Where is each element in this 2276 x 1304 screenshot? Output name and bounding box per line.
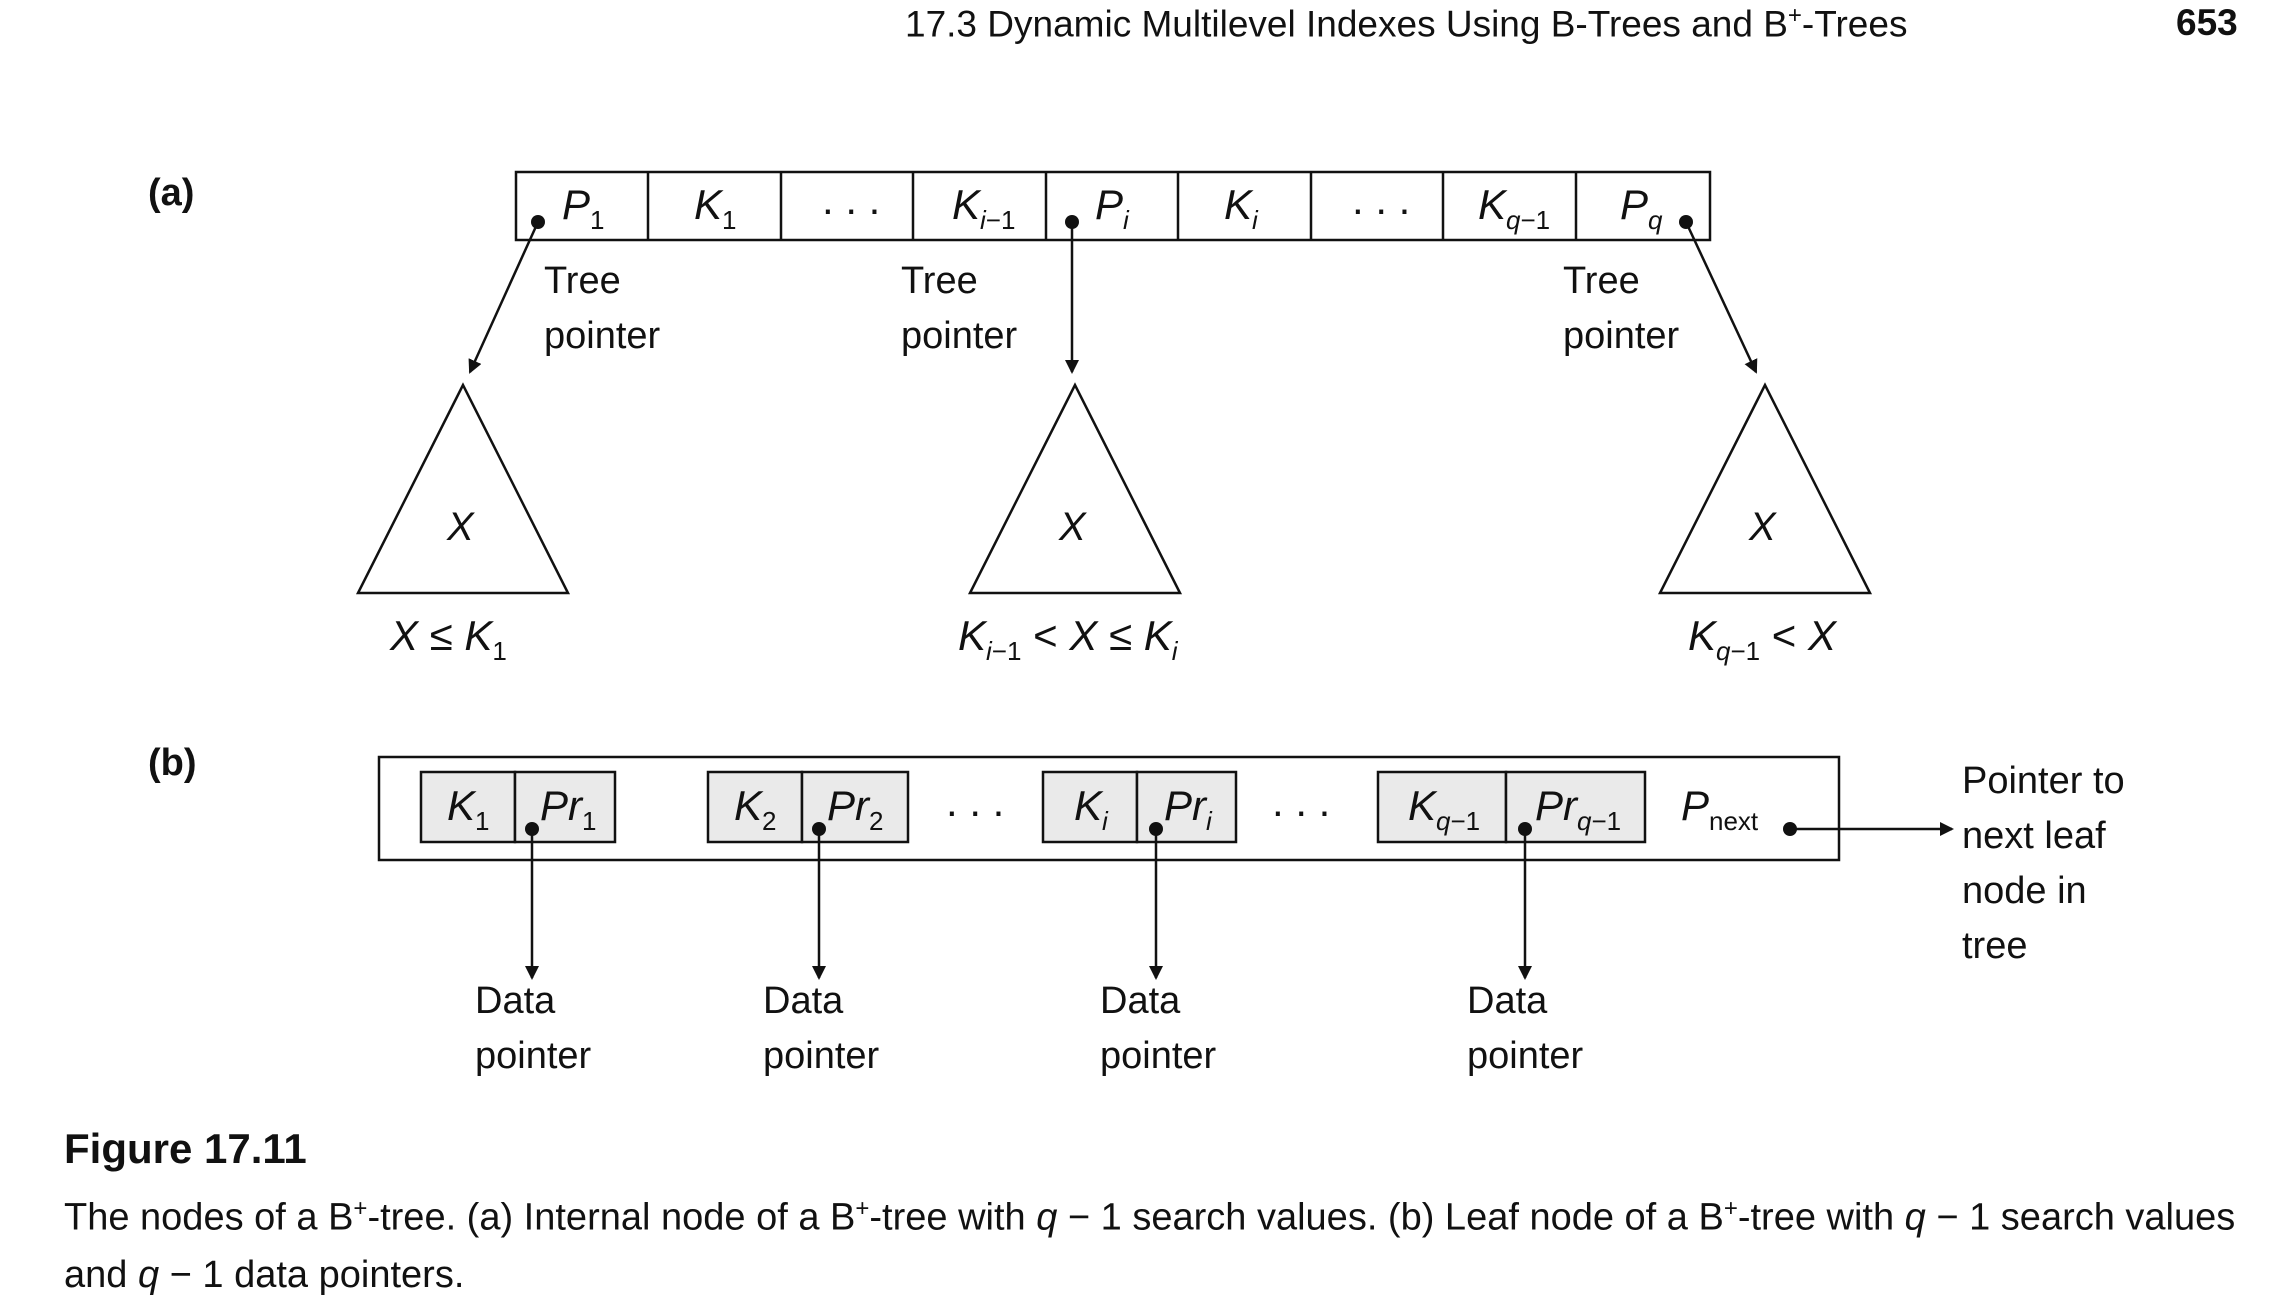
tree-pointer-label-1b: pointer <box>544 315 661 357</box>
tree-pointer-label-3b: pointer <box>1563 315 1680 357</box>
cell-k1: K1 <box>694 181 736 235</box>
next-leaf-label-line-2: next leaf <box>1962 815 2106 857</box>
cell-ki-minus-1: Ki−1 <box>952 181 1015 235</box>
leaf-key-cell-q <box>1376 770 1508 844</box>
leaf-pri: Pri <box>1164 782 1213 836</box>
panel-a-label: (a) <box>148 172 195 214</box>
data-pointer-label-1b: pointer <box>475 1035 592 1077</box>
cell-ki: Ki <box>1224 181 1259 235</box>
leaf-node: K1 Pr1 K2 Pr2 . . . Ki Pri . . . Kq−1 Pr… <box>377 755 1841 862</box>
page-number: 653 <box>2176 2 2238 43</box>
panel-b-label: (b) <box>148 742 197 784</box>
cell-ellipsis-2: . . . <box>1352 176 1410 223</box>
subtree-symbol-1: X <box>446 505 475 549</box>
leaf-key-cell-1 <box>419 770 517 844</box>
leaf-ellipsis-1: . . . <box>946 778 1004 825</box>
data-pointer-label-1a: Data <box>475 980 556 1022</box>
next-leaf-label-line-4: tree <box>1962 925 2027 967</box>
figure-caption: The nodes of a B+-tree. (a) Internal nod… <box>64 1195 2236 1296</box>
subtree-condition-2: Ki−1 < X ≤ Ki <box>958 612 1179 666</box>
data-pointer-label-4b: pointer <box>1467 1035 1584 1077</box>
data-pointer-label-3a: Data <box>1100 980 1181 1022</box>
subtree-triangle-3 <box>1657 382 1873 595</box>
next-leaf-label-line-3: node in <box>1962 870 2087 912</box>
tree-pointer-arrow-3 <box>1684 221 1758 374</box>
next-leaf-label-line-1: Pointer to <box>1962 760 2125 802</box>
tree-pointer-label-2b: pointer <box>901 315 1018 357</box>
leaf-prq: Prq−1 <box>1535 782 1621 836</box>
subtree-symbol-2: X <box>1058 505 1087 549</box>
data-pointer-label-2b: pointer <box>763 1035 880 1077</box>
leaf-key-cell-i <box>1041 770 1139 844</box>
subtree-triangle-1 <box>355 382 571 595</box>
subtree-condition-1: X ≤ K1 <box>389 612 507 666</box>
subtree-condition-3: Kq−1 < X <box>1688 612 1838 666</box>
subtree-symbol-3: X <box>1748 505 1777 549</box>
section-title: 17.3 Dynamic Multilevel Indexes Using B-… <box>905 2 1908 45</box>
tree-pointer-label-1a: Tree <box>544 260 621 302</box>
internal-node-box <box>514 170 1712 242</box>
cell-kq-minus-1: Kq−1 <box>1478 181 1550 235</box>
subtree-triangle-2 <box>967 382 1183 595</box>
running-header: 17.3 Dynamic Multilevel Indexes Using B-… <box>0 0 2276 60</box>
cell-pi: Pi <box>1095 181 1130 235</box>
leaf-key-cell-2 <box>706 770 804 844</box>
cell-pq: Pq <box>1620 181 1663 235</box>
leaf-ellipsis-2: . . . <box>1272 778 1330 825</box>
data-pointer-label-3b: pointer <box>1100 1035 1217 1077</box>
data-pointer-label-2a: Data <box>763 980 844 1022</box>
cell-p1: P1 <box>562 181 604 235</box>
tree-pointer-label-2a: Tree <box>901 260 978 302</box>
data-pointer-label-4a: Data <box>1467 980 1548 1022</box>
leaf-node-box <box>377 755 1841 862</box>
internal-node: P1 K1 . . . Ki−1 Pi Ki . . . Kq−1 Pq <box>514 170 1712 242</box>
leaf-pnext: Pnext <box>1681 782 1759 836</box>
tree-pointer-label-3a: Tree <box>1563 260 1640 302</box>
figure-title: Figure 17.11 <box>64 1125 307 1172</box>
tree-pointer-arrow-1 <box>468 221 540 374</box>
cell-ellipsis-1: . . . <box>822 176 880 223</box>
